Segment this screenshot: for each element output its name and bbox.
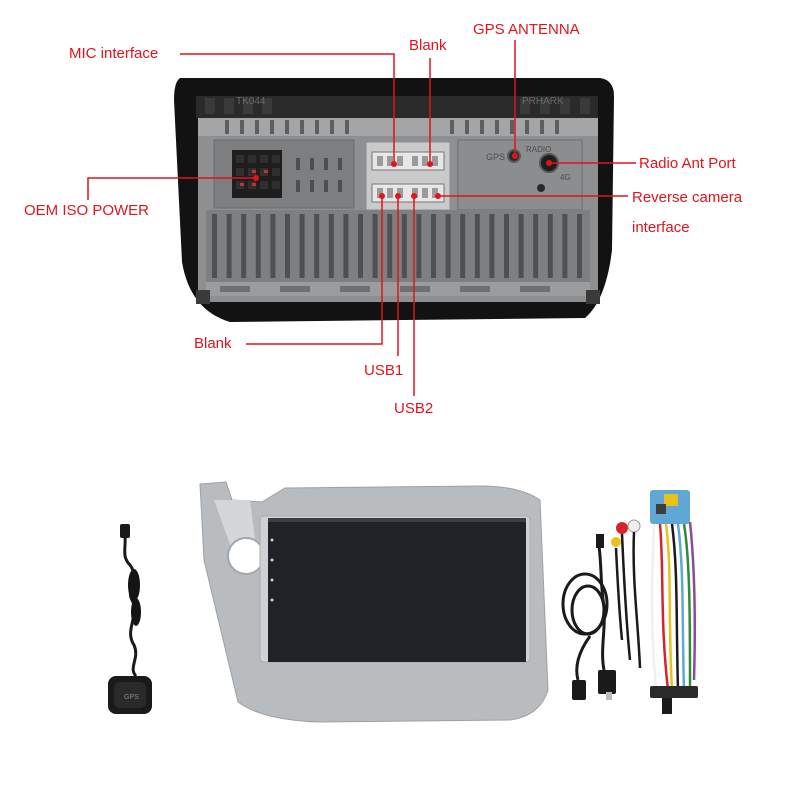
heat-sink-fin [547, 214, 553, 278]
label-usb1: USB1 [364, 362, 404, 379]
wiring-harness [611, 490, 698, 714]
heat-sink-fin [285, 214, 290, 278]
panel-radio-marking: RADIO [526, 145, 551, 154]
antenna-panel [457, 139, 583, 211]
heat-sink-fin [460, 214, 466, 278]
heat-sink-fin [270, 214, 276, 278]
heat-sink-fin [533, 214, 539, 278]
unit-engraving-left: TK044 [236, 96, 266, 107]
label-usb2: USB2 [394, 400, 434, 417]
heat-sink-fin [431, 214, 436, 278]
unit-engraving-right: PRHARK [522, 96, 564, 107]
label-gps-antenna: GPS ANTENNA [473, 21, 580, 38]
radio-unit-with-fascia [199, 481, 549, 723]
heat-sink-fin [387, 214, 393, 278]
label-blank-top: Blank [409, 37, 447, 54]
heat-sink-fin [343, 214, 349, 278]
label-oem-iso-power: OEM ISO POWER [24, 202, 150, 219]
heat-sink-fin [314, 214, 320, 278]
heat-sink-fin [504, 214, 509, 278]
head-unit-screen [268, 518, 526, 662]
heat-sink-fin [445, 214, 451, 278]
label-reverse-camera-line2: interface [632, 219, 690, 236]
heat-sink-fin [489, 214, 495, 278]
heat-sink-fin [358, 214, 363, 278]
heat-sink-fin [226, 214, 232, 278]
heat-sink-fin [212, 214, 217, 278]
panel-socket-marking: 4G [560, 173, 571, 182]
heat-sink-fin [299, 214, 305, 278]
heat-sink-fin [241, 214, 247, 278]
blank-bottom-leader-line [246, 196, 383, 345]
label-radio-ant-port: Radio Ant Port [639, 155, 736, 172]
heat-sink-fin [577, 214, 582, 278]
heat-sink-fin [416, 214, 422, 278]
heat-sink-fin [328, 214, 334, 278]
heat-sink-fin [255, 214, 261, 278]
label-mic-interface: MIC interface [69, 45, 159, 62]
gps-antenna-module: GPS [108, 524, 152, 714]
usb-cable [561, 534, 616, 700]
heat-sink-fin [372, 214, 378, 278]
heat-sink-fin [562, 214, 568, 278]
svg-text:GPS: GPS [124, 694, 139, 701]
heat-sink-fin [401, 214, 407, 278]
label-reverse-camera-line1: Reverse camera [632, 189, 743, 206]
mic-leader-line [180, 53, 395, 164]
label-blank-bottom: Blank [194, 335, 232, 352]
heat-sink-fin [474, 214, 480, 278]
heat-sink-fin [518, 214, 524, 278]
panel-gps-marking: GPS [486, 152, 505, 162]
oem-iso-leader-line [87, 177, 256, 200]
